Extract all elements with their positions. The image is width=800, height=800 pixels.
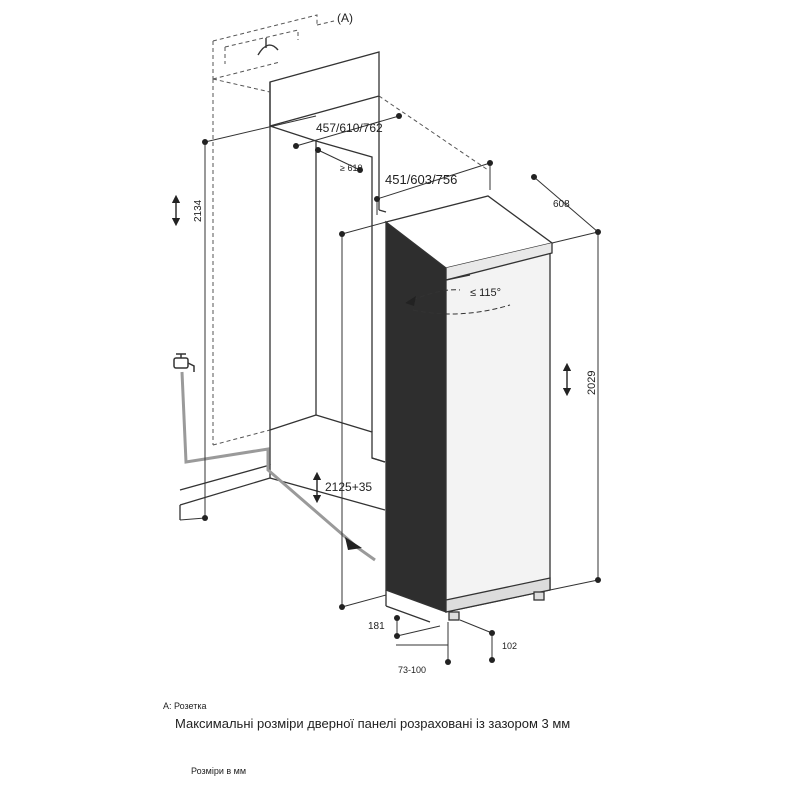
plinth-height-label: 73-100	[398, 665, 426, 675]
niche-depth-label: 457/610/762	[316, 121, 383, 135]
water-tap-icon	[173, 353, 195, 372]
min-depth-label: ≥ 610	[340, 163, 362, 173]
units-note: Розміри в мм	[191, 766, 247, 776]
door-angle-label: ≤ 115°	[470, 287, 501, 299]
height-arrows	[171, 194, 572, 504]
panel-note: Максимальні розміри дверної панелі розра…	[175, 716, 571, 731]
height-adj-label: 2125+35	[325, 480, 372, 494]
plinth-depth-label: 181	[368, 621, 385, 632]
width-label: 451/603/756	[385, 172, 457, 187]
socket-marker-label: (A)	[337, 11, 353, 25]
socket-icon	[257, 38, 279, 56]
plinth-setback-label: 102	[502, 641, 517, 651]
swing-arrow-icon	[405, 296, 416, 306]
dimension-lines	[179, 115, 599, 662]
depth-label: 608	[553, 199, 570, 210]
drain-arrow-icon	[345, 537, 362, 550]
legend-note: A: Розетка	[163, 701, 207, 711]
water-supply-pipe	[180, 371, 376, 562]
niche-cabinet	[179, 51, 489, 520]
socket-outline	[212, 14, 335, 80]
height-label: 2029	[586, 371, 598, 395]
appliance	[384, 195, 554, 623]
niche-height-label: 2134	[193, 199, 204, 222]
dimension-dots	[202, 113, 601, 665]
door-swing-arc	[404, 289, 511, 315]
